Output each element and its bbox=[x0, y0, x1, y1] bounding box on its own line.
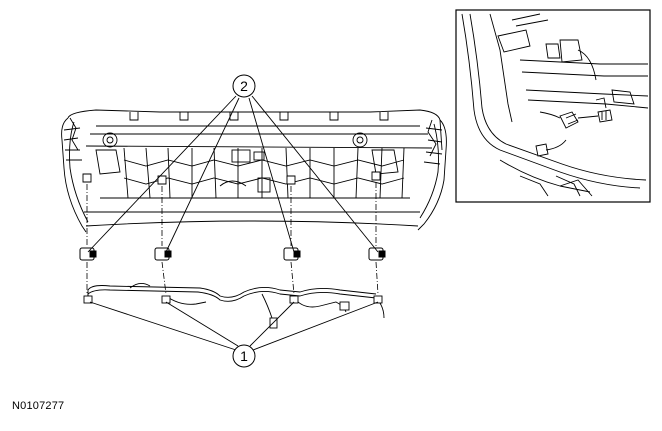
detail-inset bbox=[455, 9, 651, 203]
sensor-icon bbox=[154, 247, 172, 261]
callout-2: 2 bbox=[232, 74, 256, 98]
alignment-lines bbox=[86, 182, 379, 295]
callout-1: 1 bbox=[232, 344, 256, 368]
connector-icon bbox=[373, 295, 383, 304]
callout-1-label: 1 bbox=[240, 348, 248, 364]
bumper-cover bbox=[61, 109, 447, 233]
sensor-icon bbox=[283, 247, 301, 261]
sensor-icon bbox=[79, 247, 97, 261]
sensor-group bbox=[79, 247, 386, 261]
sensor-icon bbox=[368, 247, 386, 261]
callout-2-leaders bbox=[87, 95, 379, 253]
callout-2-label: 2 bbox=[240, 78, 248, 94]
wiring-harness bbox=[87, 283, 385, 327]
connector-icon bbox=[289, 295, 299, 304]
connector-icon bbox=[161, 295, 171, 304]
sensor-mounts bbox=[82, 171, 381, 185]
connector-icon bbox=[83, 295, 93, 304]
figure-id: N0107277 bbox=[12, 400, 65, 412]
callout-1-leaders bbox=[89, 301, 379, 351]
connector-icon bbox=[339, 301, 350, 311]
